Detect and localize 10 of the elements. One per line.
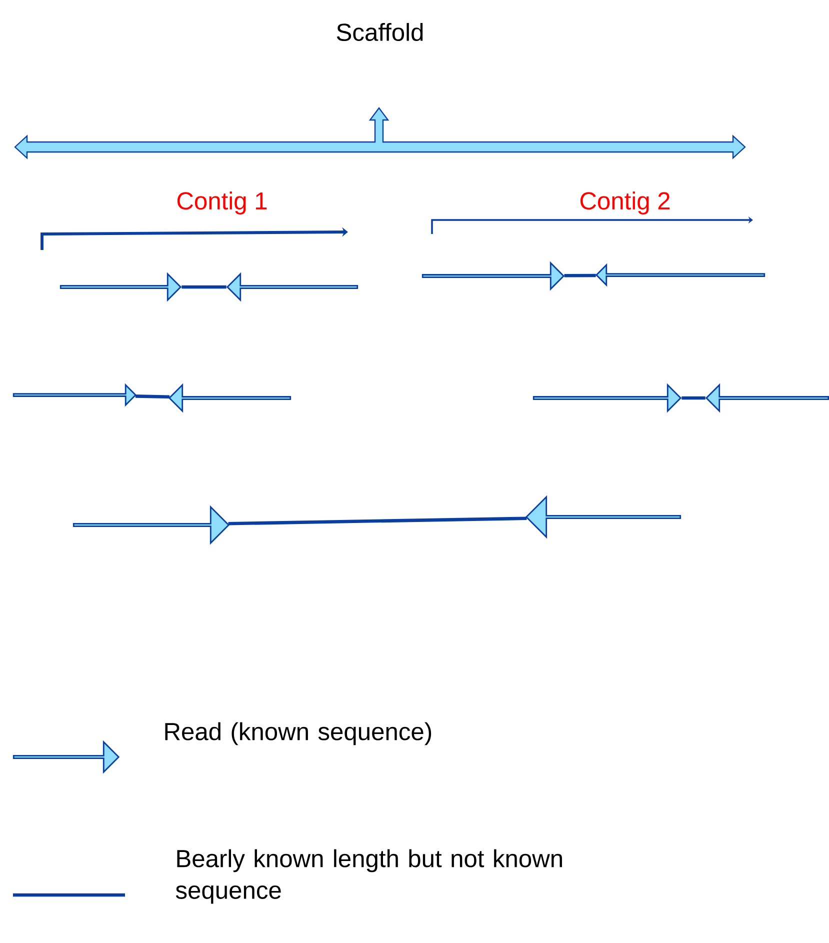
gap-line: [564, 274, 596, 278]
gap-line: [182, 285, 226, 289]
legend-text: Bearly known length but not known sequence: [176, 849, 562, 904]
legend-text: Read (known sequence): [165, 722, 432, 746]
title: Scaffold: [336, 22, 423, 42]
contig-label: Contig 2: [580, 192, 670, 214]
gap-line: [135, 394, 170, 398]
gap-line: [228, 516, 527, 526]
contig-label: Contig 1: [177, 192, 267, 214]
gap-line: [682, 396, 706, 400]
